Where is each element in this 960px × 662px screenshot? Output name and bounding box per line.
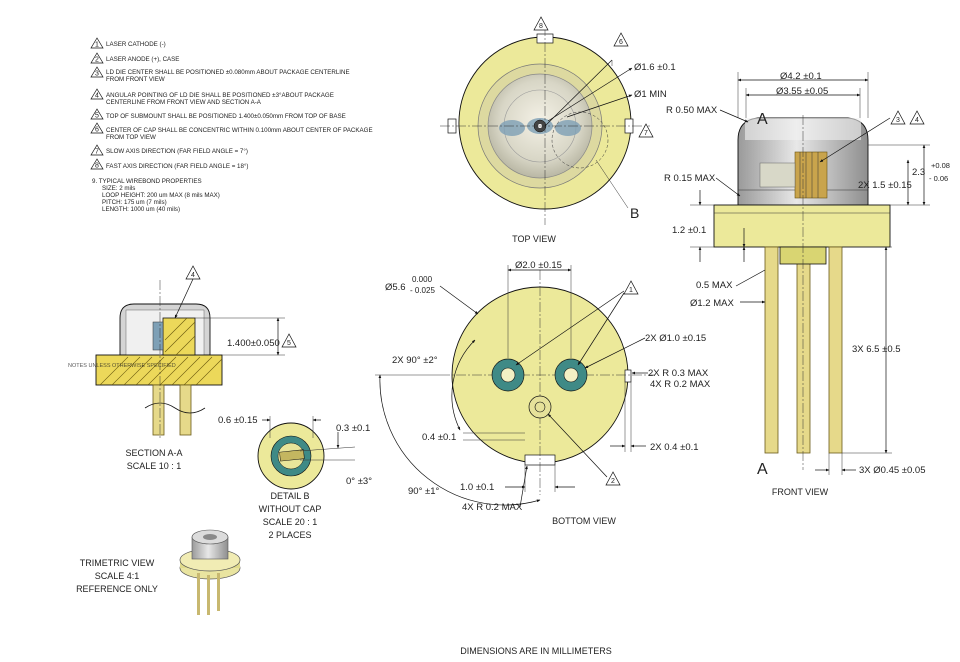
section-caption-1: SECTION A-A <box>125 448 182 458</box>
bottom-view-caption: BOTTOM VIEW <box>552 516 616 526</box>
svg-text:3: 3 <box>896 117 900 124</box>
bottom-dim-r02b: 4X R 0.2 MAX <box>462 502 523 513</box>
units-footer: DIMENSIONS ARE IN MILLIMETERS <box>460 646 612 656</box>
bottom-dim-w04: 2X 0.4 ±0.1 <box>650 442 699 453</box>
detail-caption-4: 2 PLACES <box>268 530 311 540</box>
note-8: 8 FAST AXIS DIRECTION (FAR FIELD ANGLE =… <box>90 158 248 170</box>
note-7: 7 SLOW AXIS DIRECTION (FAR FIELD ANGLE =… <box>90 144 248 156</box>
svg-text:1: 1 <box>95 42 99 49</box>
section-caption-2: SCALE 10 : 1 <box>127 461 182 471</box>
svg-text:7: 7 <box>644 130 648 137</box>
front-dim-d42: Ø4.2 ±0.1 <box>780 71 822 82</box>
section-aa: 1.400±0.050 5 4 NOTES UNLESS OTHERWISE S… <box>68 265 297 471</box>
note-6: 6 CENTER OF CAP SHALL BE CONCENTRIC WITH… <box>90 122 373 141</box>
detail-caption-3: SCALE 20 : 1 <box>263 517 318 527</box>
svg-text:3: 3 <box>95 71 99 78</box>
detail-dim-ang: 0° ±3° <box>346 476 372 487</box>
svg-text:LASER CATHODE (-): LASER CATHODE (-) <box>106 41 166 48</box>
bottom-dim-d56-plus: 0.000 <box>412 275 433 284</box>
detail-dim-h: 0.3 ±0.1 <box>336 423 370 434</box>
svg-text:4: 4 <box>191 272 195 279</box>
note-5: 5 TOP OF SUBMOUNT SHALL BE POSITIONED 1.… <box>90 108 346 120</box>
trimetric-caption-3: REFERENCE ONLY <box>76 584 158 594</box>
section-overlay-text: NOTES UNLESS OTHERWISE SPECIFIED <box>68 363 176 369</box>
bottom-dim-w10: 1.0 ±0.1 <box>460 482 494 493</box>
front-view-caption: FRONT VIEW <box>772 487 829 497</box>
bottom-dim-d10: 2X Ø1.0 ±0.15 <box>645 333 706 344</box>
bottom-dim-d20: Ø2.0 ±0.15 <box>515 260 562 271</box>
bottom-view: Ø2.0 ±0.15 Ø5.6 0.000 - 0.025 1 2X Ø1.0 … <box>375 260 711 526</box>
bottom-dim-d56-minus: - 0.025 <box>410 286 435 295</box>
note-3: 3 LD DIE CENTER SHALL BE POSITIONED ±0.0… <box>90 66 350 83</box>
section-mark-top: A <box>757 111 768 128</box>
detail-b-callout: B <box>630 205 639 221</box>
trimetric-caption-2: SCALE 4:1 <box>95 571 140 581</box>
svg-text:2: 2 <box>611 478 615 485</box>
note-2: 2 LASER ANODE (+), CASE <box>90 52 179 64</box>
svg-text:TOP OF SUBMOUNT SHALL BE POSIT: TOP OF SUBMOUNT SHALL BE POSITIONED 1.40… <box>106 113 346 120</box>
front-dim-pinlen: 3X 6.5 ±0.5 <box>852 344 901 355</box>
front-dim-h23-plus: +0.08 <box>931 161 950 170</box>
front-dim-pindia: 3X Ø0.45 ±0.05 <box>859 465 925 476</box>
bottom-dim-ang90: 2X 90° ±2° <box>392 355 438 366</box>
svg-text:LOOP HEIGHT: 200 um MAX (8 mil: LOOP HEIGHT: 200 um MAX (8 mils MAX) <box>102 192 220 199</box>
front-dim-h05: 0.5 MAX <box>696 280 733 291</box>
top-view-caption: TOP VIEW <box>512 234 556 244</box>
svg-text:9. TYPICAL WIREBOND PROPERTIE: 9. TYPICAL WIREBOND PROPERTIES <box>92 178 202 185</box>
svg-text:6: 6 <box>619 39 623 46</box>
top-view: Ø1.6 ±0.1 Ø1 MIN B 8 6 7 TOP VIEW <box>440 16 676 244</box>
note-9: 9. TYPICAL WIREBOND PROPERTIES SIZE: 2 m… <box>92 178 220 213</box>
front-view: A A Ø4.2 ±0.1 Ø3.55 ±0.05 R 0.50 MAX R 0… <box>664 71 950 497</box>
bottom-dim-r02: 4X R 0.2 MAX <box>650 379 711 390</box>
front-dim-h15: 2X 1.5 ±0.15 <box>858 180 912 191</box>
bottom-dim-h04: 0.4 ±0.1 <box>422 432 456 443</box>
front-dim-r050: R 0.50 MAX <box>666 105 718 116</box>
detail-caption-1: DETAIL B <box>270 491 309 501</box>
svg-text:SLOW AXIS DIRECTION (FAR FIELD: SLOW AXIS DIRECTION (FAR FIELD ANGLE = 7… <box>106 148 248 155</box>
svg-text:ANGULAR POINTING OF LD DIE SHA: ANGULAR POINTING OF LD DIE SHALL BE POSI… <box>106 92 334 99</box>
detail-caption-2: WITHOUT CAP <box>259 504 322 514</box>
svg-text:6: 6 <box>95 127 99 134</box>
svg-text:LD DIE CENTER SHALL BE POSITIO: LD DIE CENTER SHALL BE POSITIONED ±0.080… <box>106 69 350 76</box>
svg-text:SIZE: 2 mils: SIZE: 2 mils <box>102 185 135 192</box>
svg-text:7: 7 <box>95 149 99 156</box>
svg-text:LENGTH: 1000 um (40 mils): LENGTH: 1000 um (40 mils) <box>102 206 180 213</box>
top-dim-d1: Ø1 MIN <box>634 89 667 100</box>
notes-block: 1 LASER CATHODE (-) 2 LASER ANODE (+), C… <box>90 37 373 213</box>
section-mark-bottom: A <box>757 461 768 478</box>
trimetric-caption-1: TRIMETRIC VIEW <box>80 558 155 568</box>
note-1: 1 LASER CATHODE (-) <box>90 37 166 49</box>
svg-text:LASER ANODE (+), CASE: LASER ANODE (+), CASE <box>106 56 179 63</box>
svg-text:8: 8 <box>95 163 99 170</box>
svg-text:FROM FRONT VIEW: FROM FRONT VIEW <box>106 76 165 83</box>
front-dim-d12: Ø1.2 MAX <box>690 298 734 309</box>
svg-text:CENTERLINE FROM FRONT VIEW AND: CENTERLINE FROM FRONT VIEW AND SECTION A… <box>106 99 262 106</box>
front-dim-h23-minus: - 0.06 <box>929 174 948 183</box>
svg-text:8: 8 <box>539 23 543 30</box>
trimetric-view: TRIMETRIC VIEW SCALE 4:1 REFERENCE ONLY <box>76 529 241 615</box>
note-4: 4 ANGULAR POINTING OF LD DIE SHALL BE PO… <box>90 88 334 106</box>
bottom-dim-r03: 2X R 0.3 MAX <box>648 368 709 379</box>
detail-dim-w: 0.6 ±0.15 <box>218 415 258 426</box>
svg-text:FAST AXIS DIRECTION (FAR FIELD: FAST AXIS DIRECTION (FAR FIELD ANGLE = 1… <box>106 163 248 170</box>
front-dim-d355: Ø3.55 ±0.05 <box>776 86 828 97</box>
bottom-dim-ang90b: 90° ±1° <box>408 486 440 497</box>
front-dim-h12: 1.2 ±0.1 <box>672 225 706 236</box>
top-dim-d16: Ø1.6 ±0.1 <box>634 62 676 73</box>
front-dim-h23: 2.3 <box>912 167 925 178</box>
svg-text:5: 5 <box>287 340 291 347</box>
svg-text:1: 1 <box>629 287 633 294</box>
svg-text:2: 2 <box>95 57 99 64</box>
detail-b: 0.6 ±0.15 0.3 ±0.1 0° ±3° DETAIL B WITHO… <box>218 415 372 540</box>
front-dim-r015: R 0.15 MAX <box>664 173 716 184</box>
svg-text:FROM TOP VIEW: FROM TOP VIEW <box>106 134 156 141</box>
svg-text:5: 5 <box>95 113 99 120</box>
svg-text:PITCH: 175 um (7 mils): PITCH: 175 um (7 mils) <box>102 199 167 206</box>
svg-text:CENTER OF CAP SHALL BE CONCENT: CENTER OF CAP SHALL BE CONCENTRIC WITHIN… <box>106 127 373 134</box>
svg-text:4: 4 <box>95 93 99 100</box>
section-dim-1400: 1.400±0.050 <box>227 338 280 349</box>
bottom-dim-d56: Ø5.6 <box>385 282 406 293</box>
svg-text:4: 4 <box>915 117 919 124</box>
